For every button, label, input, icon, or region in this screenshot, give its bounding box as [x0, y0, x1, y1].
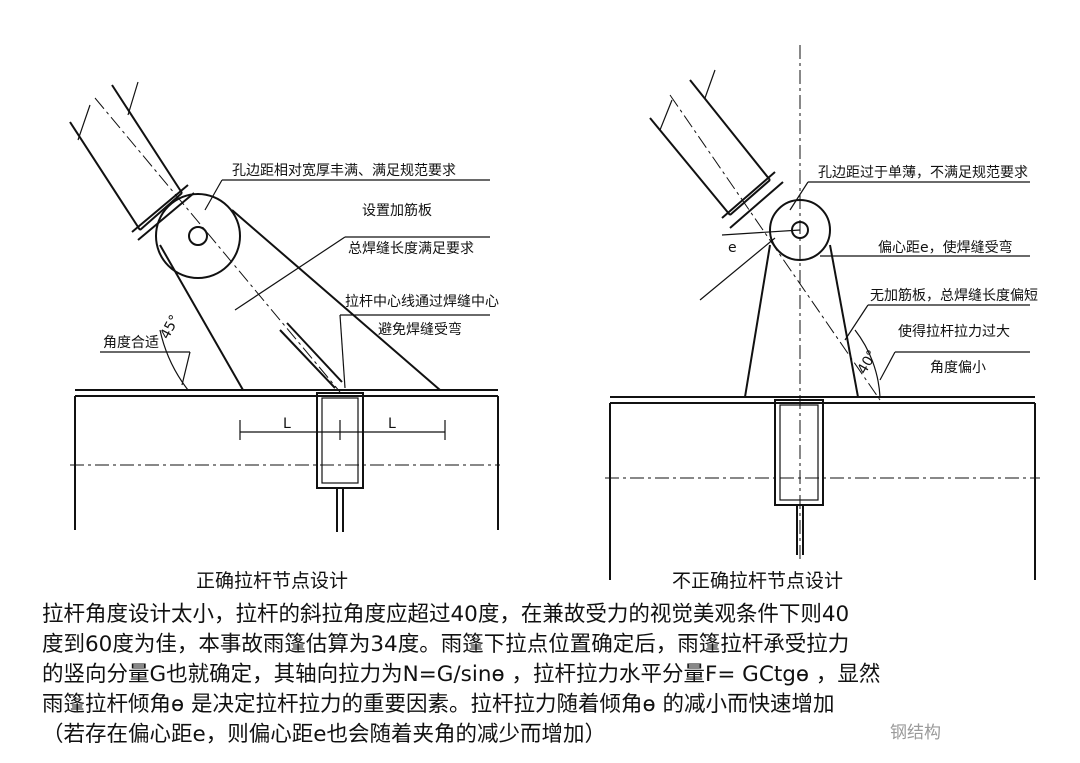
right-eccentricity-note: 偏心距e，使焊缝受弯: [878, 239, 1013, 256]
left-node-diagram: L L 45° 孔边距相对宽厚丰满、满足规范要求 设置加筋板 总焊缝长: [69, 81, 500, 592]
right-node-diagram: e 40° 孔边距过于单薄，不满足规范要求 偏心距e，使焊缝受弯 无加筋板，总焊…: [605, 45, 1040, 592]
left-stiffener-note: 设置加筋板: [362, 202, 432, 219]
paragraph-line: 的竖向分量G也就确定，其轴向拉力为N=G/sinɵ ，拉杆拉力水平分量F= GC…: [42, 662, 881, 687]
left-caption: 正确拉杆节点设计: [196, 570, 348, 592]
angle-40-label: 40°: [855, 347, 881, 377]
angle-45-label: 45°: [157, 312, 183, 341]
right-no-stiffener-note: 无加筋板，总焊缝长度偏短: [870, 287, 1038, 304]
paragraph-line: 度到60度为佳，本事故雨篷估算为34度。雨篷下拉点位置确定后，雨篷拉杆承受拉力: [42, 632, 850, 657]
left-avoid-bending-note: 避免焊缝受弯: [378, 321, 462, 338]
right-force-large-note: 使得拉杆拉力过大: [898, 323, 1010, 340]
right-hole-edge-note: 孔边距过于单薄，不满足规范要求: [818, 164, 1028, 181]
left-weld-length-note: 总焊缝长度满足要求: [348, 241, 474, 257]
left-centerline-note: 拉杆中心线通过焊缝中心: [345, 294, 499, 310]
paragraph-line: 拉杆角度设计太小，拉杆的斜拉角度应超过40度，在兼故受力的视觉美观条件下则40: [42, 602, 850, 627]
dim-right-label: L: [388, 416, 396, 432]
right-caption: 不正确拉杆节点设计: [672, 570, 843, 592]
paragraph-line: （若存在偏心距e，则偏心距e也会随着夹角的减少而增加）: [42, 722, 606, 747]
right-angle-small-note: 角度偏小: [930, 360, 986, 376]
watermark: 钢结构: [890, 723, 941, 743]
explanation-paragraph: 拉杆角度设计太小，拉杆的斜拉角度应超过40度，在兼故受力的视觉美观条件下则40 …: [42, 600, 1052, 750]
left-angle-ok-note: 角度合适: [103, 335, 159, 351]
left-hole-edge-note: 孔边距相对宽厚丰满、满足规范要求: [232, 162, 456, 179]
paragraph-line: 雨篷拉杆倾角ɵ 是决定拉杆拉力的重要因素。拉杆拉力随着倾角ɵ 的减小而快速增加: [42, 692, 835, 717]
dim-left-label: L: [283, 416, 291, 432]
e-mark: e: [728, 240, 737, 256]
